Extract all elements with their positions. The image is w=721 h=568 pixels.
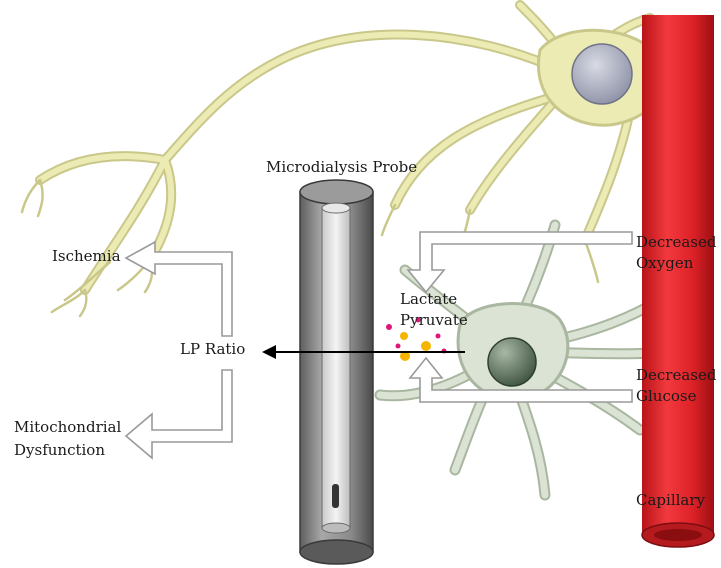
capillary-label: Capillary <box>636 491 705 510</box>
ischemia-label: Ischemia <box>52 247 121 266</box>
probe-label: Microdialysis Probe <box>266 158 417 177</box>
decreased-oxygen-label-line2: Oxygen <box>636 254 693 273</box>
capillary-vessel <box>642 15 714 547</box>
mitochondrial-label-line1: Mitochondrial <box>14 418 121 437</box>
ischemia-arrow <box>126 242 232 336</box>
lp-ratio-label: LP Ratio <box>180 340 245 359</box>
pyruvate-label: Pyruvate <box>400 311 468 330</box>
decreased-glucose-label-line2: Glucose <box>636 387 696 406</box>
decreased-glucose-label-line1: Decreased <box>636 366 716 385</box>
lactate-label: Lactate <box>400 290 457 309</box>
mitochondrial-arrow <box>126 370 232 458</box>
decreased-oxygen-label-line1: Decreased <box>636 233 716 252</box>
mitochondrial-label-line2: Dysfunction <box>14 441 105 460</box>
microdialysis-probe <box>300 180 373 564</box>
